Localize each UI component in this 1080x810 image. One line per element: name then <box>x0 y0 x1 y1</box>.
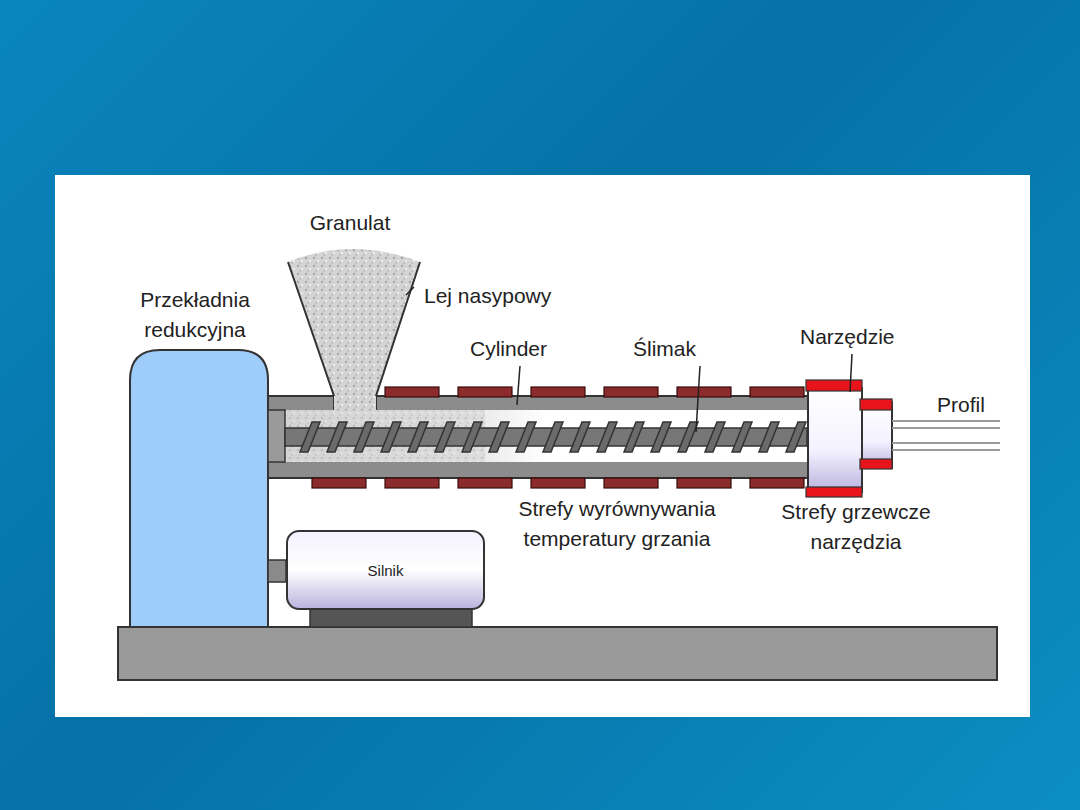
screw-flight <box>597 422 617 452</box>
screw-flight <box>408 422 428 452</box>
part-label: Granulat <box>310 208 391 238</box>
heater-band <box>677 478 731 488</box>
part-label: Narzędzie <box>800 322 895 352</box>
screw-flight <box>678 422 698 452</box>
heater-band <box>458 387 512 397</box>
part-label: Cylinder <box>470 334 547 364</box>
screw-flight <box>786 422 806 452</box>
heater-band <box>458 478 512 488</box>
screw-flight <box>489 422 509 452</box>
heater-band <box>312 478 366 488</box>
heater-band <box>385 478 439 488</box>
heater-band <box>677 387 731 397</box>
screw-flight <box>354 422 374 452</box>
screw-flight <box>300 422 320 452</box>
heater-band <box>750 387 804 397</box>
part-label: Profil <box>937 390 985 420</box>
motor-box: Silnik <box>286 530 485 610</box>
heater-band <box>750 478 804 488</box>
heater-band <box>604 478 658 488</box>
motor-label: Silnik <box>368 562 404 579</box>
part-label: Przekładnia redukcyjna <box>120 285 270 345</box>
screw-flight <box>543 422 563 452</box>
screw-flight <box>462 422 482 452</box>
screw-flight <box>651 422 671 452</box>
screw-flight <box>435 422 455 452</box>
screw-flight <box>516 422 536 452</box>
part-label: Lej nasypowy <box>424 281 551 311</box>
heater-band <box>531 478 585 488</box>
screw-flight <box>570 422 590 452</box>
screw-flight <box>759 422 779 452</box>
heater-band <box>604 387 658 397</box>
screw-flight <box>327 422 347 452</box>
part-label: Strefy grzewcze narzędzia <box>756 497 956 557</box>
screw-flight <box>732 422 752 452</box>
part-label: Strefy wyrównywania temperatury grzania <box>482 494 752 554</box>
heater-band <box>385 387 439 397</box>
screw-flight <box>705 422 725 452</box>
screw-flight <box>381 422 401 452</box>
part-label: Ślimak <box>633 334 696 364</box>
heater-band <box>531 387 585 397</box>
screw-flight <box>624 422 644 452</box>
